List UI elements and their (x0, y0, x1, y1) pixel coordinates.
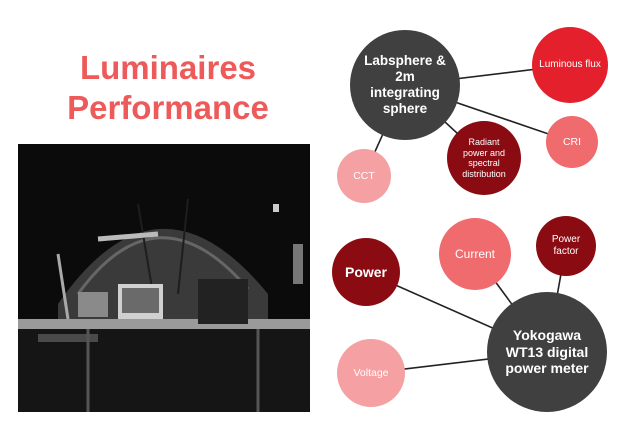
power-factor-node (536, 216, 596, 276)
title-line-2: Performance (67, 89, 269, 126)
voltage-node (337, 339, 405, 407)
title-line-1: Luminaires (79, 49, 257, 86)
yokogawa-node (487, 292, 607, 412)
cct-node (337, 149, 391, 203)
luminous-flux-node (532, 27, 608, 103)
radiant-node (447, 121, 521, 195)
current-node (439, 218, 511, 290)
integrating-sphere-photo (18, 144, 310, 412)
power-node (332, 238, 400, 306)
cri-node (546, 116, 598, 168)
slide-title: Luminaires Performance (48, 48, 288, 128)
labsphere-node (350, 30, 460, 140)
